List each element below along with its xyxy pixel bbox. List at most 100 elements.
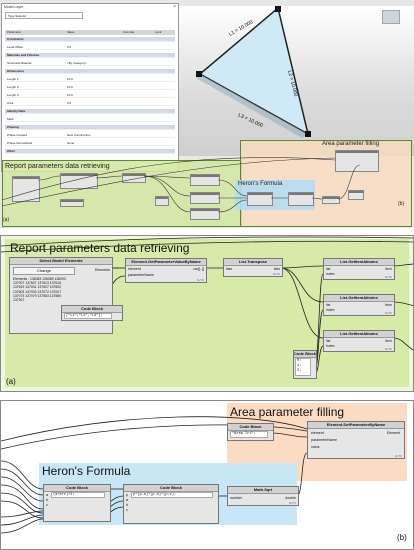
code-block-editor[interactable]: ["L1","L2","L3"]; xyxy=(64,313,112,319)
mini-node xyxy=(288,192,314,206)
input-port-parametername[interactable]: parameterName xyxy=(128,273,154,277)
mini-node xyxy=(335,150,379,172)
property-group-row[interactable]: Dimensions xyxy=(5,69,175,74)
input-port-element[interactable]: element xyxy=(311,431,324,435)
viewcube-icon[interactable] xyxy=(382,10,400,24)
node-title: Code Block xyxy=(62,306,122,313)
property-row[interactable]: Mark xyxy=(5,117,175,122)
column-header: Lock xyxy=(155,30,162,34)
output-port-element[interactable]: Element xyxy=(386,431,400,435)
code-block-node[interactable]: Code Block ["L1","L2","L3"]; xyxy=(61,305,123,321)
lacing-label: AUTO xyxy=(272,273,280,276)
output-port-item[interactable]: item xyxy=(385,339,392,343)
input-port-list[interactable]: list xyxy=(326,303,331,307)
node-title: Element.GetParameterValueByName xyxy=(126,259,206,266)
set-parameter-by-name-node[interactable]: Element.SetParameterByName element param… xyxy=(307,421,405,459)
output-port-var[interactable]: var[]..[] xyxy=(193,267,204,271)
group-heron-title: Heron's Formula xyxy=(42,464,131,478)
label-a-mini: (a) xyxy=(3,217,10,223)
code-block-semiperimeter-node[interactable]: Code Block a b c (a+b+c)/2; xyxy=(43,484,111,522)
code-block-editor[interactable]: (a+b+c)/2; xyxy=(51,492,105,498)
close-icon[interactable]: × xyxy=(173,4,176,10)
change-button[interactable]: Change xyxy=(13,267,75,275)
input-port-list[interactable]: list xyxy=(326,339,331,343)
output-port-lists[interactable]: lists xyxy=(273,267,280,271)
property-name: Length 1 xyxy=(7,77,19,81)
property-group-row[interactable]: Constraints xyxy=(5,37,175,42)
mini-node xyxy=(122,173,146,183)
code-block-editor[interactable]: p*(p-a)*(p-b)*(p-c); xyxy=(131,492,213,498)
property-value: 10.0 xyxy=(67,93,73,97)
code-block-editor[interactable]: "Area Tri"; xyxy=(230,431,268,438)
code-block-index-node[interactable]: Code Block 0; 1; 2; xyxy=(293,350,317,379)
input-port-list[interactable]: list xyxy=(326,267,331,271)
input-port-p[interactable]: p xyxy=(126,493,128,497)
property-name: Area xyxy=(7,101,14,105)
input-port-b[interactable]: b xyxy=(46,498,48,502)
input-port-lists[interactable]: lists xyxy=(226,267,233,271)
get-item-at-index-node-1[interactable]: List.GetItemAtIndex list index item AUTO xyxy=(323,258,395,280)
property-name: Dimensions xyxy=(7,69,25,73)
input-port-number[interactable]: number xyxy=(230,496,243,500)
output-port-elements[interactable]: Elements xyxy=(95,268,110,272)
output-port-item[interactable]: item xyxy=(385,303,392,307)
input-port-index[interactable]: index xyxy=(326,344,335,348)
select-model-elements-node[interactable]: Select Model Elements Change Elements El… xyxy=(9,257,113,334)
get-item-at-index-node-3[interactable]: List.GetItemAtIndex list index item AUTO xyxy=(323,330,395,352)
node-title: Code Block xyxy=(228,424,273,431)
mini-node xyxy=(322,196,340,204)
code-block-area-node[interactable]: Code Block "Area Tri"; xyxy=(227,423,274,441)
property-group-row[interactable]: Identity Data xyxy=(5,109,175,114)
property-name: Phase Demolished xyxy=(7,141,33,145)
input-port-a[interactable]: a xyxy=(46,493,48,497)
column-header: Parameter xyxy=(7,30,22,34)
group-area-title: Area parameter filling xyxy=(230,405,345,419)
vertex-marker xyxy=(196,71,202,77)
property-name: Phase Created xyxy=(7,133,28,137)
input-port-parametername[interactable]: parameterName xyxy=(311,438,337,442)
list-transpose-node[interactable]: List.Transpose lists lists AUTO xyxy=(223,258,283,277)
input-port-index[interactable]: index xyxy=(326,308,335,312)
code-block-heron-node[interactable]: Code Block p a b c p*(p-a)*(p-b)*(p-c); xyxy=(123,484,219,524)
mini-node xyxy=(247,192,273,206)
type-selector-dropdown[interactable]: Type Selector xyxy=(5,12,83,19)
input-port-value[interactable]: value xyxy=(311,445,320,449)
input-port-element[interactable]: element xyxy=(128,267,141,271)
get-item-at-index-node-2[interactable]: List.GetItemAtIndex list index item AUTO xyxy=(323,294,395,316)
mini-node xyxy=(60,199,84,207)
property-name: Constraints xyxy=(7,37,24,41)
property-group-row[interactable]: Other xyxy=(5,149,175,154)
group-report-title-mini: Report parameters data retrieving xyxy=(5,163,110,170)
property-value: 10.0 xyxy=(67,85,73,89)
node-title: Code Block xyxy=(124,485,218,492)
property-name: Structural Material xyxy=(7,61,32,65)
code-block-editor[interactable]: 0; 1; 2; xyxy=(295,358,311,376)
group-area-title-mini: Area parameter filling xyxy=(322,141,380,147)
node-title: List.GetItemAtIndex xyxy=(324,331,394,338)
property-group-row[interactable]: Materials and Finishes xyxy=(5,53,175,58)
input-port-index[interactable]: index xyxy=(326,272,335,276)
input-port-c[interactable]: c xyxy=(46,503,48,507)
selected-elements-list: Elements : 136083 136089 136093 137007 1… xyxy=(13,277,66,303)
mini-node xyxy=(12,176,40,202)
input-port-c[interactable]: c xyxy=(126,508,128,512)
lacing-label: AUTO xyxy=(394,455,402,458)
input-port-b[interactable]: b xyxy=(126,503,128,507)
input-port-a[interactable]: a xyxy=(126,498,128,502)
get-parameter-value-node[interactable]: Element.GetParameterValueByName element … xyxy=(125,258,207,283)
property-row[interactable]: Structural Material<By Category> xyxy=(5,61,175,66)
vertex-marker xyxy=(275,6,281,12)
panel-a-label: (a) xyxy=(6,377,16,386)
math-sqrt-node[interactable]: Math.Sqrt number double AUTO xyxy=(227,486,299,506)
output-port-item[interactable]: item xyxy=(385,267,392,271)
property-name: Identity Data xyxy=(7,109,26,113)
output-port-double[interactable]: double xyxy=(285,496,296,500)
property-group-row[interactable]: Phasing xyxy=(5,125,175,130)
